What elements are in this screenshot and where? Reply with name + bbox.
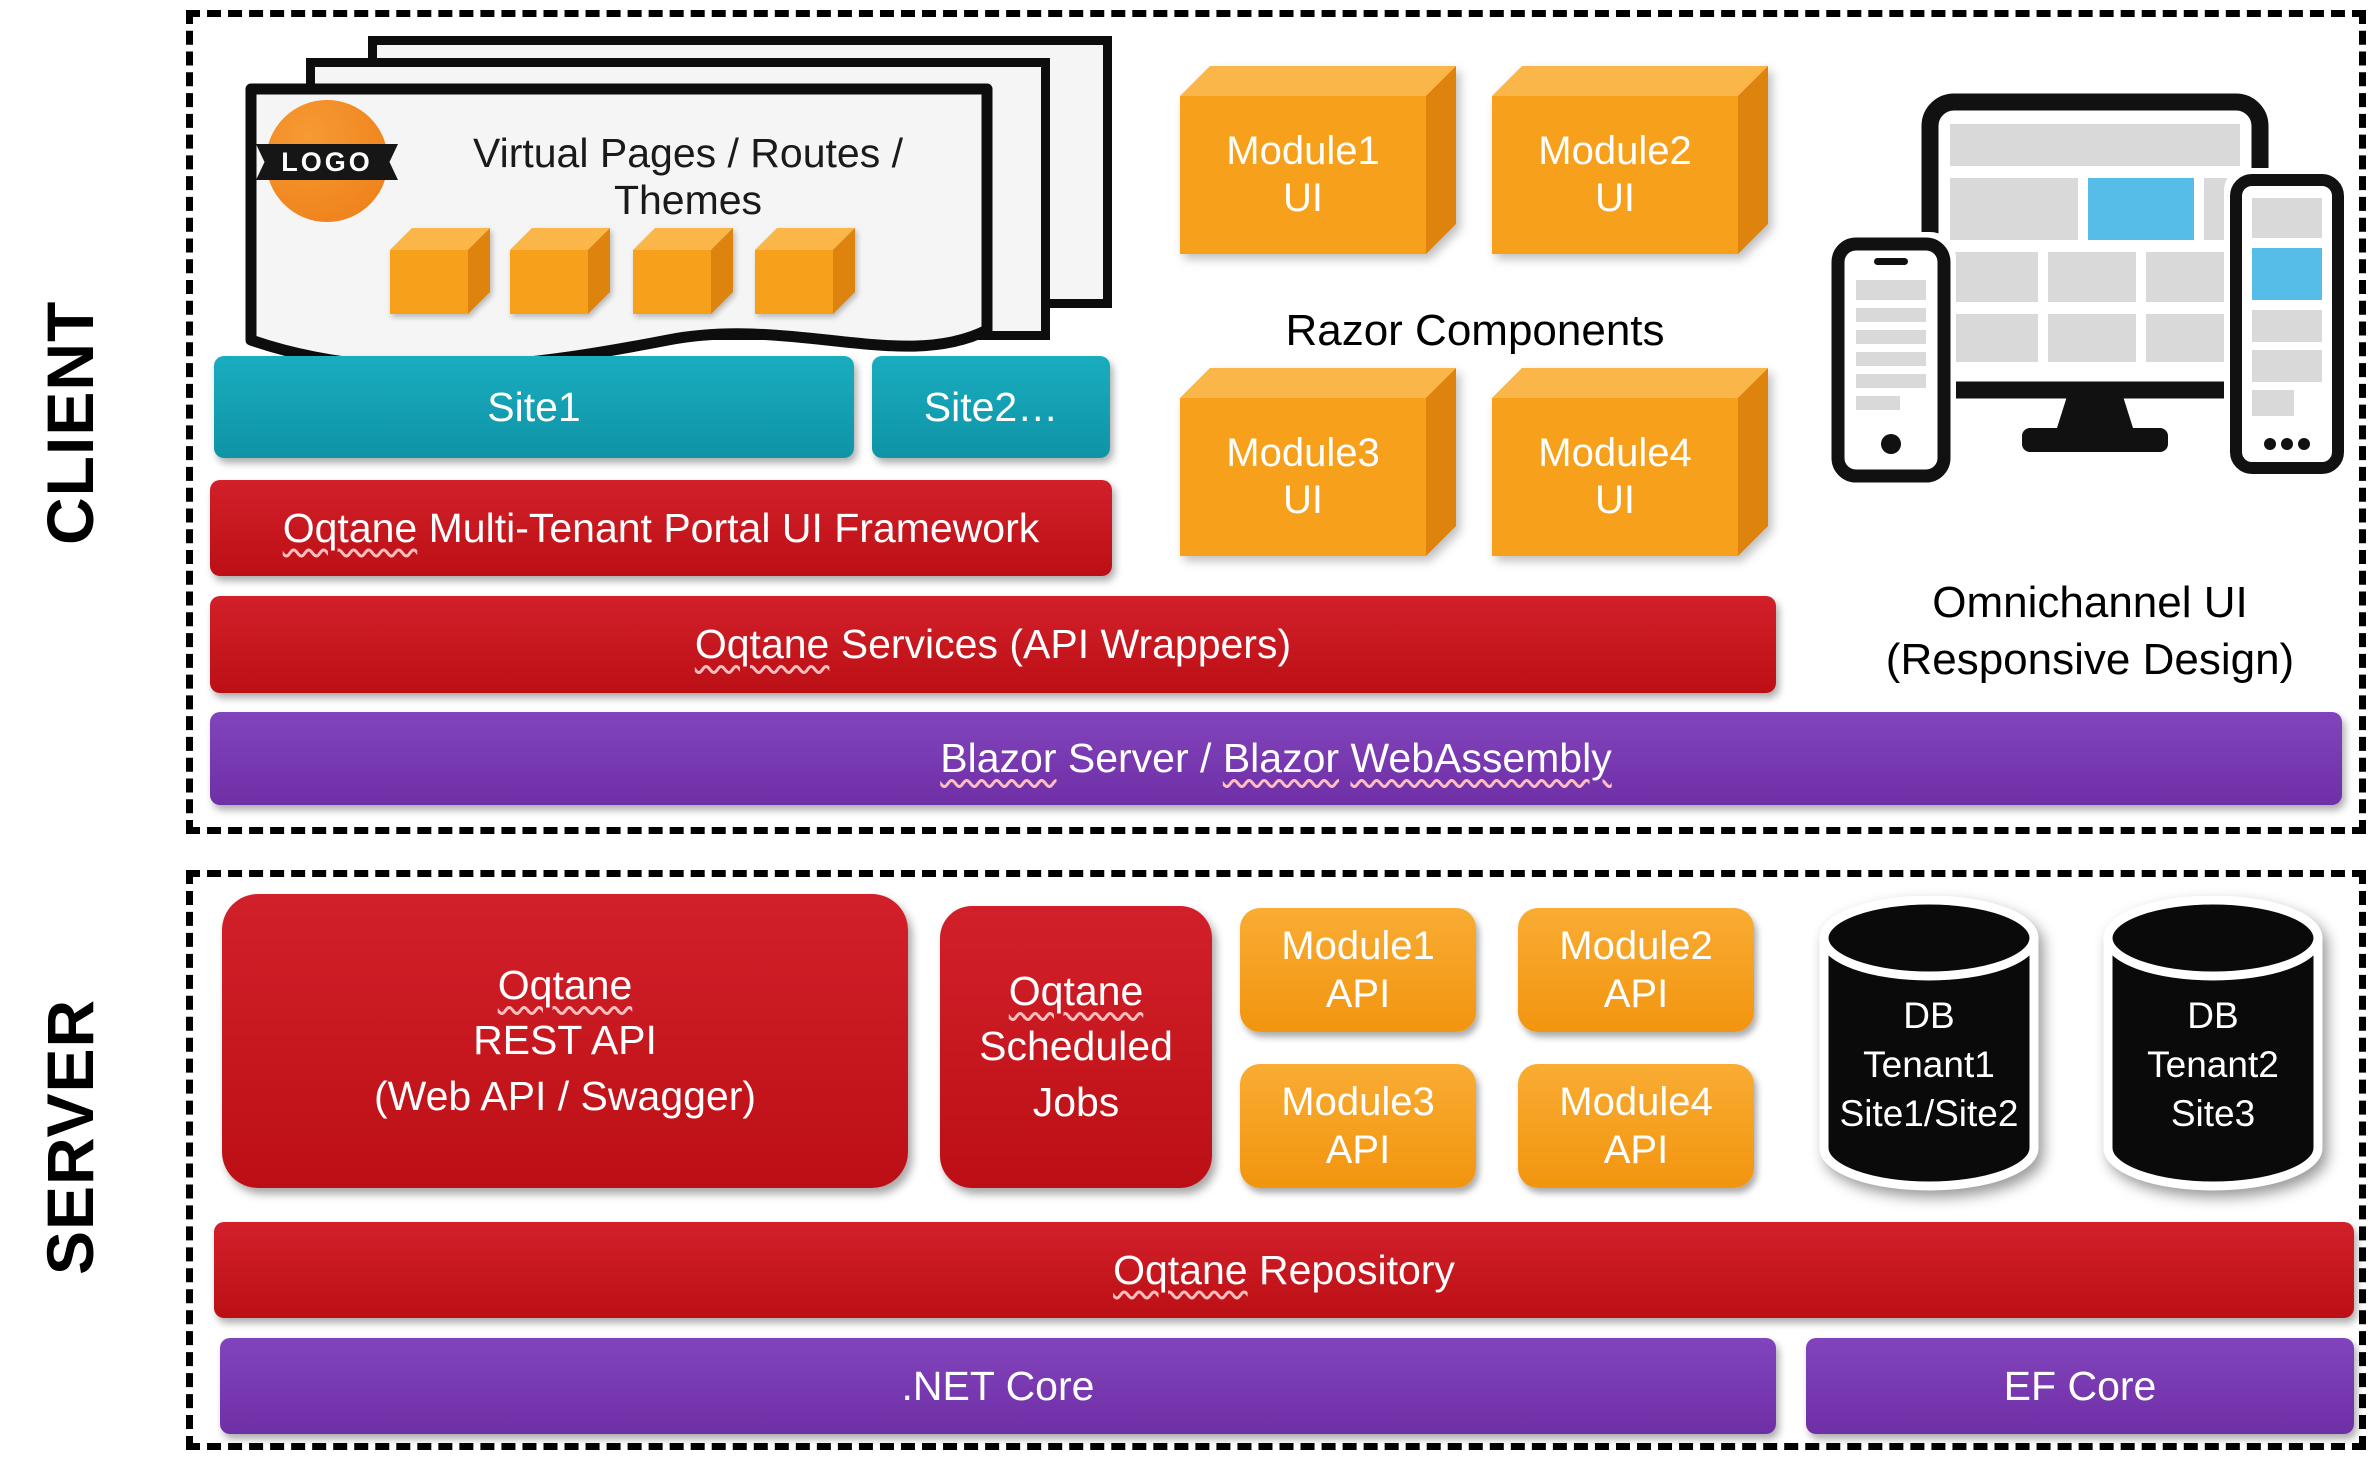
page-cube-icon <box>510 228 610 314</box>
site2-box: Site2… <box>872 356 1110 458</box>
dotnet-core-label: .NET Core <box>901 1362 1095 1409</box>
database-icon <box>1819 895 2039 1191</box>
scheduled-jobs-box: Oqtane Scheduled Jobs <box>940 906 1212 1188</box>
ef-core-label: EF Core <box>2003 1362 2157 1409</box>
site1-box: Site1 <box>214 356 854 458</box>
database-tenant1-cylinder: DB Tenant1 Site1/Site2 <box>1812 895 2046 1200</box>
module2-ui-cube: Module2 UI <box>1492 66 1768 254</box>
repository-label: Oqtane Repository <box>1113 1246 1455 1293</box>
virtual-pages-sheet: LOGO Virtual Pages / Routes / Themes <box>244 82 994 396</box>
module4-ui-label: Module4 UI <box>1492 398 1738 556</box>
rest-api-line1: Oqtane <box>497 961 633 1008</box>
scheduled-jobs-line2: Scheduled <box>979 1023 1173 1070</box>
module1-api-box: Module1 API <box>1240 908 1476 1032</box>
page-cube-icon <box>390 228 490 314</box>
logo-ribbon: LOGO <box>256 144 398 180</box>
phone-icon <box>1826 232 1956 488</box>
database-tenant1-label: DB Tenant1 Site1/Site2 <box>1839 995 2019 1134</box>
module4-api-box: Module4 API <box>1518 1064 1754 1188</box>
module2-ui-label: Module2 UI <box>1492 96 1738 254</box>
rest-api-line3: (Web API / Swagger) <box>373 1072 757 1119</box>
page-cube-icon <box>633 228 733 314</box>
client-label: CLIENT <box>33 300 107 545</box>
database-icon <box>2103 895 2323 1191</box>
page-cube-icon <box>755 228 855 314</box>
database-tenant2-label: DB Tenant2 Site3 <box>2147 995 2279 1134</box>
ef-core-bar: EF Core <box>1806 1338 2354 1434</box>
services-label: Oqtane Services (API Wrappers) <box>694 621 1292 667</box>
monitor-icon <box>1921 93 2269 452</box>
module3-api-box: Module3 API <box>1240 1064 1476 1188</box>
portal-framework-label: Oqtane Multi-Tenant Portal UI Framework <box>282 504 1040 551</box>
blazor-label: Blazor Server / Blazor WebAssembly <box>940 735 1612 781</box>
omnichannel-devices-illustration <box>1826 93 2350 488</box>
dotnet-core-bar: .NET Core <box>220 1338 1776 1434</box>
rest-api-line2: REST API <box>473 1017 657 1064</box>
omnichannel-caption: Omnichannel UI (Responsive Design) <box>1885 578 2295 685</box>
site1-label: Site1 <box>487 383 581 430</box>
site2-label: Site2… <box>923 383 1059 430</box>
module3-ui-label: Module3 UI <box>1180 398 1426 556</box>
blazor-bar: Blazor Server / Blazor WebAssembly <box>210 712 2342 805</box>
module4-ui-cube: Module4 UI <box>1492 368 1768 556</box>
module3-ui-cube: Module3 UI <box>1180 368 1456 556</box>
rest-api-box: Oqtane REST API (Web API / Swagger) <box>222 894 908 1188</box>
server-label: SERVER <box>33 998 107 1275</box>
tablet-icon <box>2224 168 2350 480</box>
virtual-pages-title: Virtual Pages / Routes / Themes <box>473 130 903 223</box>
services-bar: Oqtane Services (API Wrappers) <box>210 596 1776 693</box>
database-tenant2-cylinder: DB Tenant2 Site3 <box>2096 895 2330 1200</box>
module1-ui-label: Module1 UI <box>1180 96 1426 254</box>
portal-framework-bar: Oqtane Multi-Tenant Portal UI Framework <box>210 480 1112 576</box>
razor-components-label: Razor Components <box>1285 306 1665 355</box>
scheduled-jobs-line3: Jobs <box>1032 1078 1120 1125</box>
scheduled-jobs-line1: Oqtane <box>1008 967 1144 1014</box>
module1-ui-cube: Module1 UI <box>1180 66 1456 254</box>
repository-bar: Oqtane Repository <box>214 1222 2354 1318</box>
module2-api-box: Module2 API <box>1518 908 1754 1032</box>
logo-badge-icon: LOGO <box>256 100 398 222</box>
